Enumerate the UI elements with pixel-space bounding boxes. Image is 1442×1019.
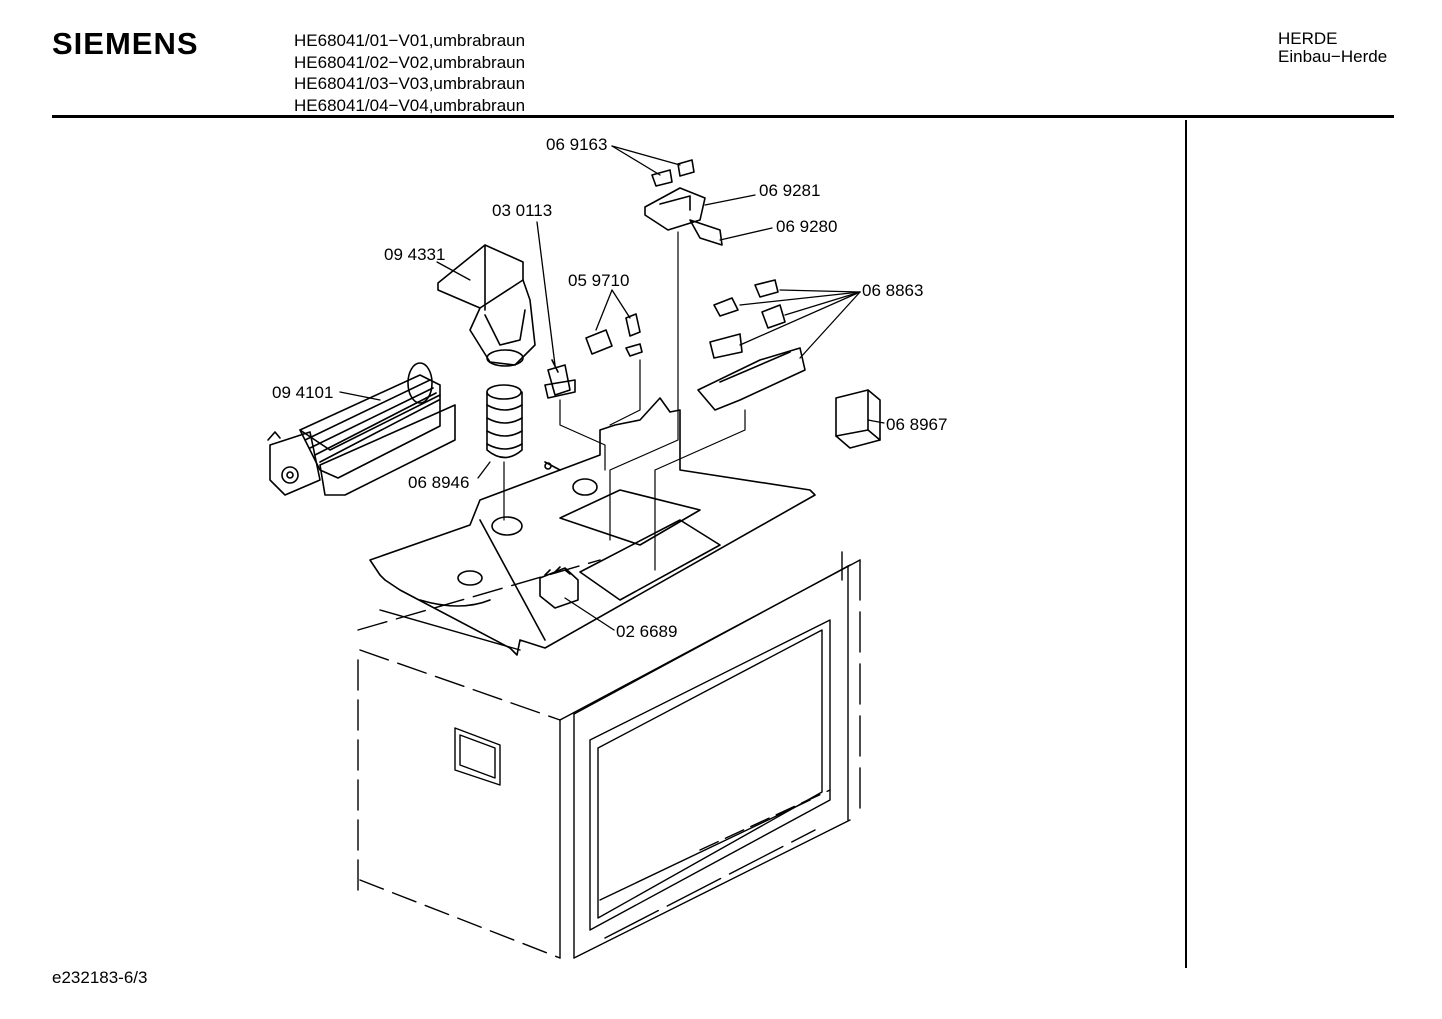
model-line-4: HE68041/04−V04,umbrabraun [294, 95, 526, 115]
part-label-068967: 06 8967 [886, 415, 947, 434]
brand-logo: SIEMENS [52, 26, 199, 61]
exploded-view-drawing: 06 9163 06 9281 06 9280 03 0113 09 4331 … [267, 135, 947, 959]
part-label-059710: 05 9710 [568, 271, 629, 290]
side-divider [1185, 120, 1187, 968]
header-divider [52, 115, 1394, 118]
coil-filter [486, 384, 523, 459]
part-label-094331: 09 4331 [384, 245, 445, 264]
model-line-2: HE68041/02−V02,umbrabraun [294, 52, 526, 72]
part-label-069163: 06 9163 [546, 135, 607, 154]
cover-plate [369, 397, 816, 656]
model-line-1: HE68041/01−V01,umbrabraun [294, 31, 526, 50]
connectors-068863 [697, 279, 806, 411]
bracket-069281 [644, 187, 723, 246]
category-subtitle: Einbau−Herde [1278, 47, 1388, 66]
model-list: HE68041/01−V01,umbrabraun HE68041/02−V02… [294, 30, 525, 116]
part-label-069280: 06 9280 [776, 217, 837, 236]
part-label-026689: 02 6689 [616, 622, 677, 641]
part-label-068946: 06 8946 [408, 473, 469, 492]
terminal-block-026689 [539, 566, 579, 609]
category-block: HERDE Einbau−Herde [1278, 30, 1387, 66]
terminal-block-030113 [544, 359, 576, 399]
part-label-030113: 03 0113 [492, 201, 552, 220]
document-number: e232183-6/3 [52, 968, 148, 987]
relay-068967 [835, 389, 881, 449]
part-label-094101: 09 4101 [272, 383, 333, 402]
model-line-3: HE68041/03−V03,umbrabraun [294, 74, 526, 93]
sensor-069163 [651, 159, 695, 187]
oven-body [357, 551, 861, 959]
part-labels: 06 9163 06 9281 06 9280 03 0113 09 4331 … [272, 135, 947, 641]
fan-housing [437, 244, 536, 367]
part-label-068863: 06 8863 [862, 281, 923, 300]
part-label-069281: 06 9281 [759, 181, 820, 200]
category-title: HERDE [1278, 29, 1338, 48]
leader-lines [339, 145, 885, 631]
switch-059710 [585, 313, 643, 357]
fan-motor [267, 362, 456, 496]
assembly-guide-lines [503, 231, 746, 571]
